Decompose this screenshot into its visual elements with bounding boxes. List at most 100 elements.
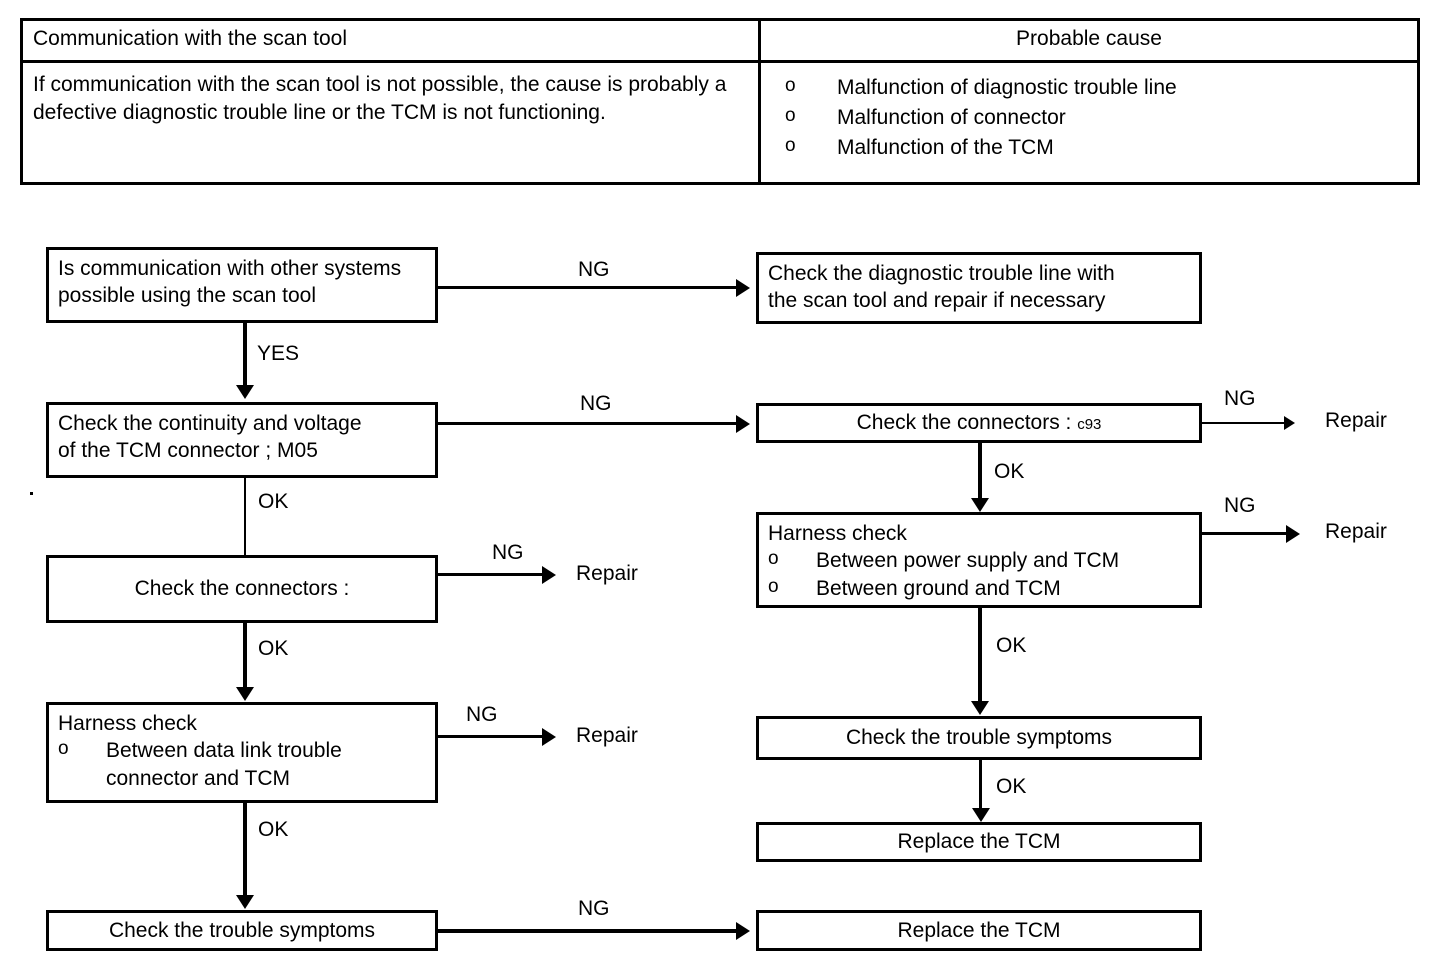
edge-label-ng-b7: NG xyxy=(466,703,498,726)
flow-box-harness-check-data-link: Harness check o Between data link troubl… xyxy=(46,702,438,803)
table-column-divider xyxy=(758,21,761,182)
arrow-right-icon xyxy=(1284,416,1295,430)
edge-label-ok-b7: OK xyxy=(258,818,289,841)
edge-label-ng-b1: NG xyxy=(578,258,610,281)
box-label-text: Check the connectors : xyxy=(856,411,1078,435)
box-line-2: of the TCM connector ; M05 xyxy=(58,439,318,463)
bullet-marker: o xyxy=(785,134,796,156)
edge-label-ok-b5: OK xyxy=(258,637,289,660)
terminal-repair-b7: Repair xyxy=(576,724,638,747)
cause-text: Malfunction of the TCM xyxy=(837,135,1054,159)
flow-box-check-connectors: Check the connectors : xyxy=(46,555,438,623)
table-header-probable-cause: Probable cause xyxy=(1016,27,1162,50)
connector-b6-to-repair xyxy=(1202,532,1288,535)
bullet-marker: o xyxy=(785,104,796,126)
cause-item: o Malfunction of connector xyxy=(785,103,1177,133)
box-list-line-2: connector and TCM xyxy=(106,766,291,790)
box-list-item: o Between power supply and TCM xyxy=(768,547,1190,574)
cause-text: Malfunction of diagnostic trouble line xyxy=(837,76,1177,99)
terminal-repair-b6: Repair xyxy=(1325,520,1387,543)
edge-label-ok-b4: OK xyxy=(994,460,1025,483)
probable-cause-table: Communication with the scan tool Probabl… xyxy=(20,18,1420,185)
box-list-line-1: Between data link trouble xyxy=(106,739,342,763)
box-label: Check the trouble symptoms xyxy=(108,918,376,942)
arrow-right-icon xyxy=(1286,525,1300,543)
connector-b1-to-b2 xyxy=(438,286,736,289)
arrow-right-icon xyxy=(736,415,750,433)
cause-text: Malfunction of connector xyxy=(837,105,1066,129)
edge-label-ng-b10: NG xyxy=(578,897,610,920)
box-line-2: the scan tool and repair if necessary xyxy=(768,289,1106,313)
flow-box-check-trouble-symptoms-right: Check the trouble symptoms xyxy=(756,716,1202,760)
arrow-right-icon xyxy=(542,566,556,584)
arrow-right-icon xyxy=(736,279,750,297)
box-line-1: Is communication with other systems xyxy=(58,257,402,280)
flow-box-is-communication-possible: Is communication with other systems poss… xyxy=(46,247,438,323)
arrow-down-icon xyxy=(971,701,989,715)
arrow-right-icon xyxy=(736,922,750,940)
connector-b3-to-b5 xyxy=(244,478,246,555)
edge-label-ok-b3: OK xyxy=(258,490,289,513)
box-title: Harness check xyxy=(58,712,197,735)
box-label: Check the connectors : c93 xyxy=(857,409,1102,436)
stray-dot xyxy=(30,492,33,495)
arrow-right-icon xyxy=(542,728,556,746)
connector-b6-to-b8 xyxy=(978,608,982,701)
bullet-marker: o xyxy=(785,75,796,96)
connector-b1-to-b3 xyxy=(243,323,247,385)
connector-b3-to-b4 xyxy=(438,422,736,425)
description-line-2: is probably a defective diagnostic troub… xyxy=(33,73,727,124)
arrow-down-icon xyxy=(971,498,989,512)
box-list-item: o Between data link trouble connector an… xyxy=(58,737,426,792)
connector-code: c93 xyxy=(1077,416,1102,434)
box-list-text: Between data link trouble connector and … xyxy=(106,737,342,792)
box-list-text: Between ground and TCM xyxy=(816,576,1061,600)
description-line-1: If communication with the scan tool is n… xyxy=(33,73,602,96)
flow-box-check-diagnostic-trouble-line: Check the diagnostic trouble line with t… xyxy=(756,252,1202,324)
flow-box-check-connectors-c93: Check the connectors : c93 xyxy=(756,403,1202,443)
bullet-marker: o xyxy=(58,738,69,760)
connector-b7-to-b10 xyxy=(243,803,247,895)
box-line-1: Check the continuity and voltage xyxy=(58,412,362,435)
connector-b5-to-b7 xyxy=(243,623,247,687)
connector-b4-to-repair xyxy=(1202,422,1292,424)
flow-box-harness-check-power-ground: Harness check o Between power supply and… xyxy=(756,512,1202,608)
edge-label-ng-b4: NG xyxy=(1224,387,1256,410)
flow-box-replace-tcm-bottom: Replace the TCM xyxy=(756,910,1202,951)
box-label: Replace the TCM xyxy=(897,830,1061,854)
table-header-communication: Communication with the scan tool xyxy=(33,27,347,50)
table-header-row xyxy=(23,21,1417,63)
box-label: Check the connectors : xyxy=(134,577,350,601)
bullet-marker: o xyxy=(768,575,779,597)
arrow-down-icon xyxy=(236,895,254,909)
terminal-repair-b5: Repair xyxy=(576,562,638,585)
arrow-down-icon xyxy=(236,687,254,701)
connector-b5-to-repair xyxy=(438,573,544,576)
box-list-item: o Between ground and TCM xyxy=(768,575,1190,602)
box-label: Check the trouble symptoms xyxy=(845,726,1113,750)
edge-label-ng-b3: NG xyxy=(580,392,612,415)
box-label: Replace the TCM xyxy=(897,918,1061,942)
description-line-3: not functioning. xyxy=(463,100,606,124)
edge-label-ng-b5: NG xyxy=(492,541,524,564)
flow-box-check-continuity-voltage: Check the continuity and voltage of the … xyxy=(46,402,438,478)
connector-b7-to-repair xyxy=(438,735,544,738)
box-list-text: Between power supply and TCM xyxy=(816,549,1120,573)
box-line-2: possible using the scan tool xyxy=(58,284,316,308)
edge-label-ok-b6: OK xyxy=(996,634,1027,657)
flow-box-check-trouble-symptoms-bottom: Check the trouble symptoms xyxy=(46,910,438,951)
flow-box-replace-tcm-right: Replace the TCM xyxy=(756,822,1202,862)
cause-item: o Malfunction of diagnostic trouble line xyxy=(785,73,1177,103)
connector-b10-to-b11 xyxy=(438,929,736,933)
connector-b4-to-b6 xyxy=(978,443,982,498)
cause-item: o Malfunction of the TCM xyxy=(785,133,1177,163)
arrow-down-icon xyxy=(972,808,990,822)
box-title: Harness check xyxy=(768,522,907,545)
bullet-marker: o xyxy=(768,548,779,570)
terminal-repair-b4: Repair xyxy=(1325,409,1387,432)
edge-label-yes: YES xyxy=(257,342,300,365)
edge-label-ng-b6: NG xyxy=(1224,494,1256,517)
table-cell-description: If communication with the scan tool is n… xyxy=(33,71,748,127)
table-cell-causes: o Malfunction of diagnostic trouble line… xyxy=(785,73,1177,162)
box-line-1: Check the diagnostic trouble line with xyxy=(768,262,1115,285)
